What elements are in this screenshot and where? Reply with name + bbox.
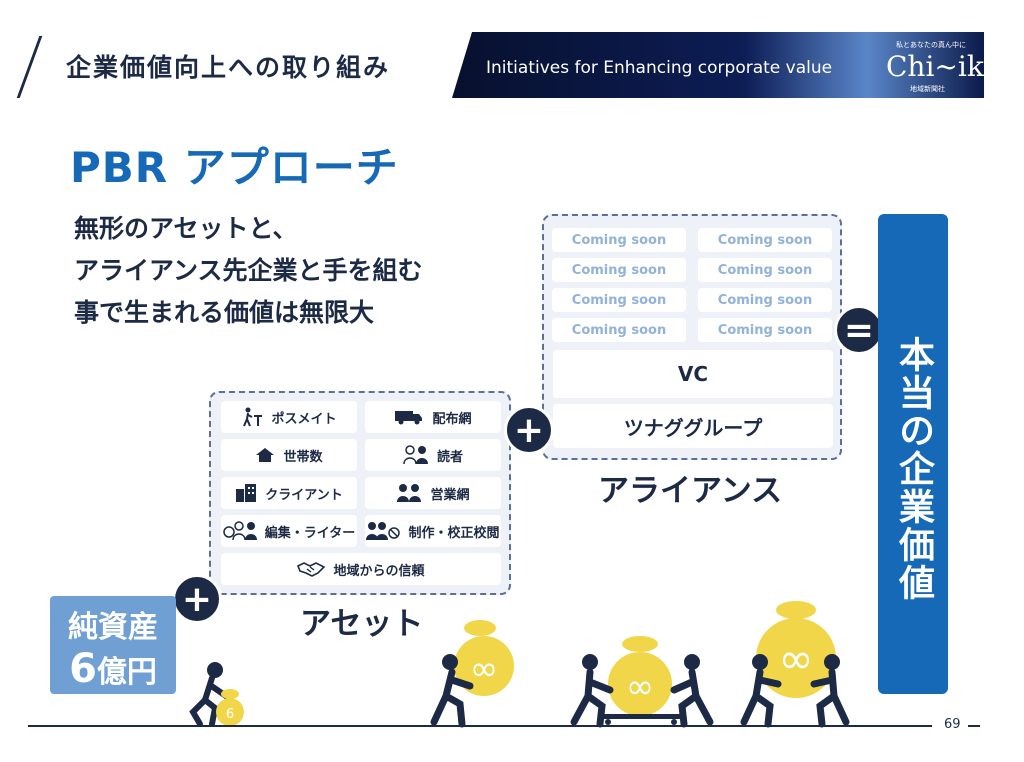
coming-soon-cell: Coming soon [698,318,832,342]
person-figure [570,654,614,728]
person-figure [430,654,474,728]
tagline: 無形のアセットと、 アライアンス先企業と手を組む 事で生まれる価値は無限大 [74,208,423,334]
page-title: 企業価値向上への取り組み [66,53,391,82]
building-icon [235,483,257,503]
page-number: 69 [944,717,961,732]
sales-people-icon [396,483,422,503]
money-bag-infinity [608,636,672,716]
bag-small-label: 6 [226,707,234,722]
infinity-symbol: ∞ [779,634,814,683]
truck-icon [394,409,424,425]
person-figure [810,654,850,728]
asset-label-text: 地域からの信頼 [333,563,425,579]
money-bag-small [216,689,244,726]
asset-item-posmate: ポスメイト [221,401,357,433]
coming-soon-cell: Coming soon [698,228,832,252]
person-figure [740,654,782,728]
result-text: 本当の企業価値 [893,336,934,602]
vc-cell: VC [553,350,833,398]
asset-label-text: 制作・校正校閲 [408,525,500,541]
coming-soon-cell: Coming soon [698,258,832,282]
result-bar [878,214,948,694]
net-assets-label: 純資産 [68,610,158,645]
asset-label: アセット [300,606,424,642]
plus-sign: + [172,574,222,624]
section-heading: PBR アプローチ [70,143,399,192]
asset-label-text: 配布網 [432,411,472,427]
net-assets-number: 6 [69,646,97,692]
asset-item-editors: 編集・ライター [221,515,357,547]
company-logo: Chi~iki [886,50,993,83]
person-figure [189,662,229,727]
header-banner [452,32,984,98]
money-bag-infinity [454,620,514,696]
illustration: 6 ∞ ∞ ∞ [189,601,850,728]
net-assets-box [50,596,176,694]
net-assets-unit: 億円 [96,655,157,690]
net-assets-amount: 6億円 [50,646,176,692]
coming-soon-cell: Coming soon [552,228,686,252]
logo-tagline: 私とあなたの真ん中に [896,41,966,49]
asset-item-clients: クライアント [221,477,357,509]
logo-subtitle: 地域新聞社 [910,85,945,93]
tsunagu-group-cell: ツナググループ [553,404,833,448]
coming-soon-cell: Coming soon [698,288,832,312]
asset-label-text: 世帯数 [283,449,323,465]
asset-label-text: 編集・ライター [264,525,356,541]
asset-item-distribution: 配布網 [365,401,501,433]
asset-item-production: 制作・校正校閲 [365,515,501,547]
infinity-symbol: ∞ [626,667,654,707]
infinity-symbol: ∞ [470,649,498,689]
coming-soon-cell: Coming soon [552,288,686,312]
tagline-line: 無形のアセットと、 [74,214,298,243]
ground-line [28,725,932,727]
coming-soon-cell: Coming soon [552,318,686,342]
alliance-box: Coming soon Coming soon Coming soon Comi… [542,214,842,460]
alliance-label: アライアンス [598,473,783,509]
asset-item-sales: 営業網 [365,477,501,509]
asset-label-text: 営業網 [430,487,470,503]
asset-box: ポスメイト 配布網 世帯数 読者 クライアント 営業網 編集・ライター 制作・校… [209,391,511,595]
handshake-icon [297,560,326,578]
page-number-dash [968,725,980,727]
plus-sign: + [504,405,554,455]
asset-label-text: 読者 [436,449,463,465]
money-bag-infinity [756,601,836,698]
asset-item-readers: 読者 [365,439,501,471]
tagline-line: アライアンス先企業と手を組む [74,256,423,285]
walker-icon [241,407,263,427]
editors-icon [223,521,257,541]
house-icon [255,447,275,463]
asset-item-households: 世帯数 [221,439,357,471]
equals-sign: = [834,305,884,355]
cart [600,714,682,725]
tagline-line: 事で生まれる価値は無限大 [74,298,375,327]
asset-label-text: ポスメイト [271,411,337,427]
asset-label-text: クライアント [265,487,343,503]
header-slash [16,36,43,98]
readers-icon [403,445,429,465]
person-figure [670,654,714,728]
asset-item-trust: 地域からの信頼 [221,553,501,585]
coming-soon-cell: Coming soon [552,258,686,282]
production-icon [366,521,401,541]
banner-text: Initiatives for Enhancing corporate valu… [486,58,833,78]
